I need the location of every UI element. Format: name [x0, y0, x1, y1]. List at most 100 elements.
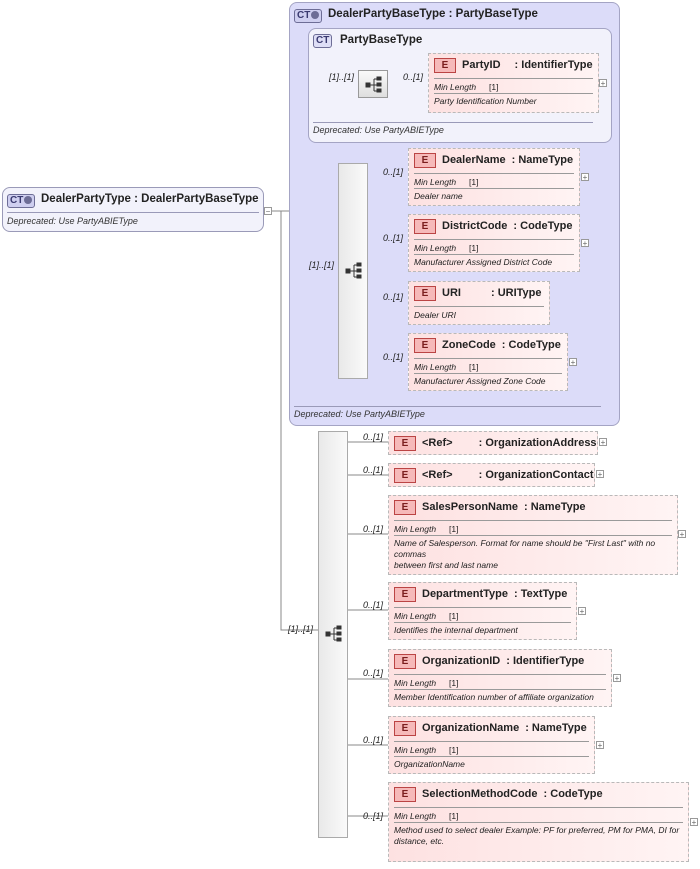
element-name: URI — [442, 287, 461, 299]
divider — [394, 674, 606, 675]
element-type: : OrganizationAddress — [478, 437, 597, 449]
expand-icon[interactable]: + — [613, 674, 621, 683]
element-type: : OrganizationContact — [478, 469, 594, 481]
facet-label: Min Length — [414, 243, 457, 253]
divider — [294, 406, 601, 407]
cardinality-label: 0..[1] — [383, 167, 404, 177]
sequence-compositor[interactable] — [358, 70, 388, 98]
deprecation-note: Deprecated: Use PartyABIEType — [294, 409, 425, 419]
element-icon: E — [394, 587, 416, 602]
expand-icon[interactable]: + — [578, 607, 586, 616]
expand-icon[interactable]: + — [581, 239, 589, 248]
element-header: E<Ref>: OrganizationAddress — [394, 436, 597, 451]
cardinality-label: 0..[1] — [363, 600, 384, 610]
element-doc: Party Identification Number — [434, 96, 537, 106]
cardinality-label: 0..[1] — [383, 292, 404, 302]
element-type: : IdentifierType — [514, 59, 593, 71]
dealer-party-base-title: DealerPartyBaseType : PartyBaseType — [328, 8, 538, 20]
cardinality-label: 0..[1] — [363, 668, 384, 678]
cardinality-label: [1]..[1] — [288, 624, 314, 634]
cardinality-label: 0..[1] — [363, 811, 384, 821]
doc-line: between first and last name — [394, 560, 498, 570]
cardinality-label: [1]..[1] — [309, 260, 335, 270]
element-doc: Manufacturer Assigned District Code — [414, 257, 553, 267]
divider — [434, 78, 593, 79]
element-name: <Ref> — [422, 469, 453, 481]
divider — [394, 520, 672, 521]
divider — [394, 622, 571, 623]
expand-icon[interactable]: + — [596, 741, 604, 750]
element-icon: E — [394, 654, 416, 669]
expand-icon[interactable]: + — [596, 470, 604, 479]
cardinality-label: 0..[1] — [363, 735, 384, 745]
divider — [394, 807, 683, 808]
divider — [394, 607, 571, 608]
deprecation-note: Deprecated: Use PartyABIEType — [313, 125, 444, 135]
element-icon: E — [394, 468, 416, 483]
element-type: : CodeType — [543, 788, 603, 800]
element-doc: Manufacturer Assigned Zone Code — [414, 376, 546, 386]
facet-value: [1] — [469, 243, 479, 253]
element-type: : IdentifierType — [506, 655, 585, 667]
element-icon: E — [394, 721, 416, 736]
element-icon: E — [414, 286, 436, 301]
sequence-icon — [365, 76, 382, 93]
divider — [394, 822, 683, 823]
expand-icon[interactable]: + — [581, 173, 589, 182]
divider — [414, 254, 574, 255]
cardinality-label: 0..[1] — [403, 72, 424, 82]
root-complex-type[interactable]: CT DealerPartyType : DealerPartyBaseType… — [2, 187, 264, 232]
expand-icon[interactable]: + — [599, 438, 607, 447]
element-type: : NameType — [524, 501, 586, 513]
sequence-compositor[interactable] — [338, 163, 368, 379]
element-organization-address[interactable]: E<Ref>: OrganizationAddress — [388, 431, 598, 455]
element-organization-contact[interactable]: E <Ref> : OrganizationContact — [388, 463, 595, 487]
facet-value: [1] — [449, 745, 459, 755]
expand-icon[interactable]: + — [678, 530, 686, 539]
divider — [394, 756, 589, 757]
divider — [414, 188, 574, 189]
element-name: DistrictCode — [442, 220, 508, 232]
divider — [414, 373, 562, 374]
divider — [313, 122, 593, 123]
expand-icon[interactable]: + — [690, 818, 698, 827]
element-type: : NameType — [525, 722, 587, 734]
sequence-compositor[interactable] — [318, 431, 348, 838]
cardinality-label: 0..[1] — [383, 233, 404, 243]
element-icon: E — [394, 500, 416, 515]
expand-icon[interactable]: + — [599, 79, 607, 88]
element-header: E OrganizationID : IdentifierType — [394, 654, 585, 669]
element-doc: Dealer name — [414, 191, 463, 201]
element-name: OrganizationID — [422, 655, 501, 667]
expand-icon[interactable]: + — [569, 358, 577, 367]
element-doc: OrganizationName — [394, 759, 465, 769]
divider — [434, 93, 593, 94]
collapse-icon[interactable]: − — [264, 207, 272, 216]
cardinality-label: 0..[1] — [383, 352, 404, 362]
facet-value: [1] — [489, 82, 499, 92]
facet-value: [1] — [449, 811, 459, 821]
cardinality-label: 0..[1] — [363, 432, 384, 442]
element-doc: Identifies the internal department — [394, 625, 518, 635]
deprecation-note: Deprecated: Use PartyABIEType — [7, 216, 138, 226]
element-name: DealerName — [442, 154, 506, 166]
divider — [394, 689, 606, 690]
divider — [7, 212, 259, 213]
doc-line: distance, etc. — [394, 836, 445, 846]
complex-type-icon: CT — [7, 194, 36, 208]
divider — [414, 358, 562, 359]
